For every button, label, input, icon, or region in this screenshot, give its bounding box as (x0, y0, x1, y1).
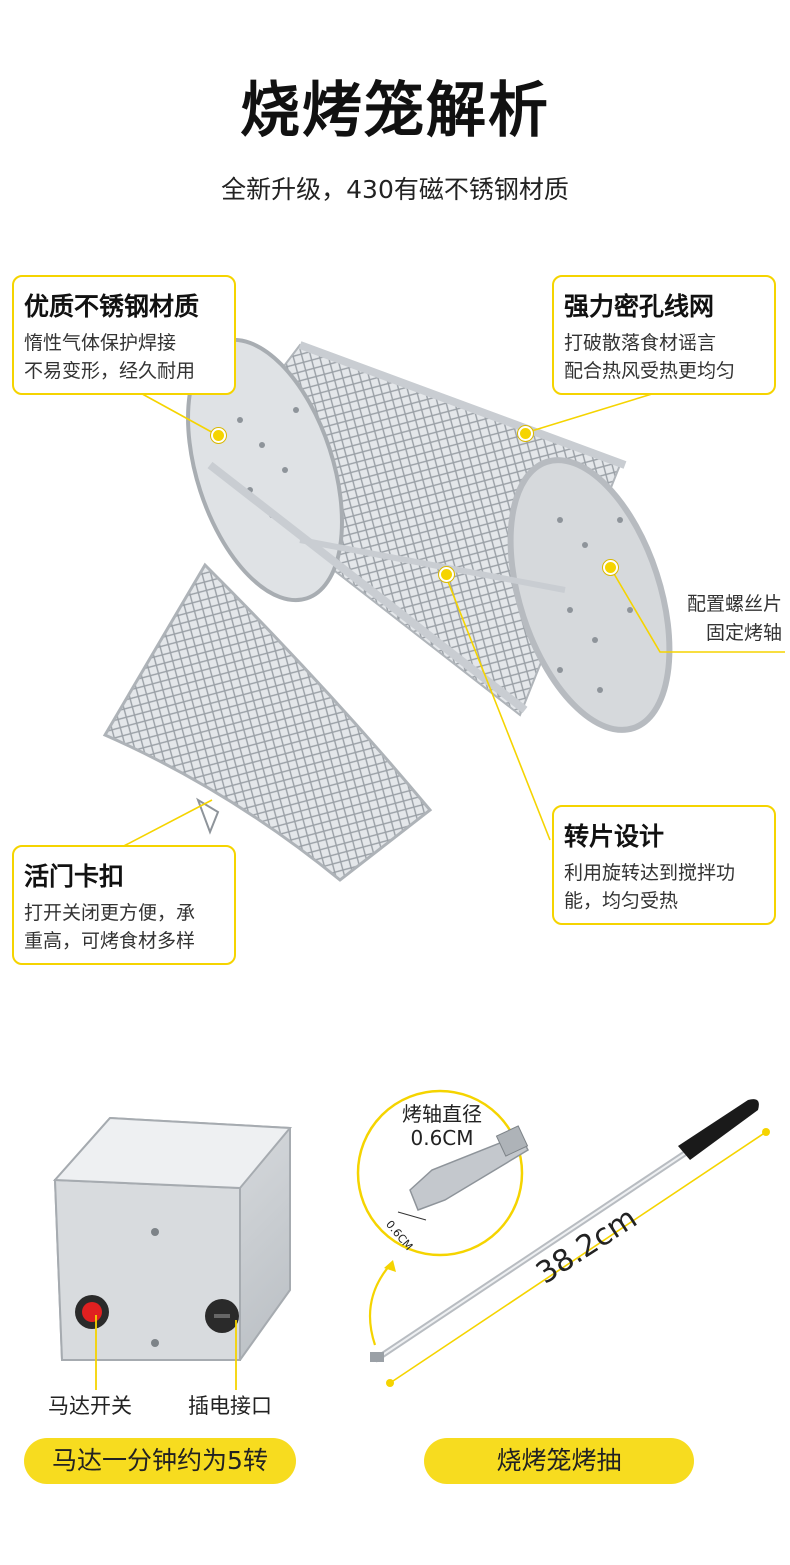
leader-lines (119, 389, 785, 849)
material-dot (211, 428, 226, 443)
zoom-value: 0.6CM (410, 1126, 474, 1150)
page-title: 烧烤笼解析 (240, 76, 550, 146)
callout-latch: 活门卡扣 打开关闭更方便，承 重高，可烤食材多样 (12, 845, 236, 965)
callout-screw: 配置螺丝片 固定烤轴 (686, 593, 782, 644)
motor-switch-button (82, 1302, 102, 1322)
callout-mesh: 强力密孔线网 打破散落食材谣言 配合热风受热更均匀 (552, 275, 776, 395)
zoom-detail (397, 1125, 529, 1221)
screw-dot (603, 560, 618, 575)
motor-box (52, 1116, 293, 1361)
motor-switch-label: 马达开关 (48, 1394, 132, 1418)
rotor-dot (439, 567, 454, 582)
roaster-cage (102, 337, 673, 882)
motor-speed-banner: 马达一分钟约为5转 (24, 1438, 296, 1484)
callout-rotor: 转片设计 利用旋转达到搅拌功 能，均匀受热 (552, 805, 776, 925)
mesh-dot (518, 426, 533, 441)
power-socket-label: 插电接口 (188, 1394, 272, 1418)
skewer-banner: 烧烤笼烤抽 (424, 1438, 694, 1484)
callout-material: 优质不锈钢材质 惰性气体保护焊接 不易变形，经久耐用 (12, 275, 236, 395)
skewer (370, 1099, 759, 1363)
page-subtitle: 全新升级，430有磁不锈钢材质 (221, 175, 569, 204)
zoom-title: 烤轴直径 (402, 1102, 482, 1126)
